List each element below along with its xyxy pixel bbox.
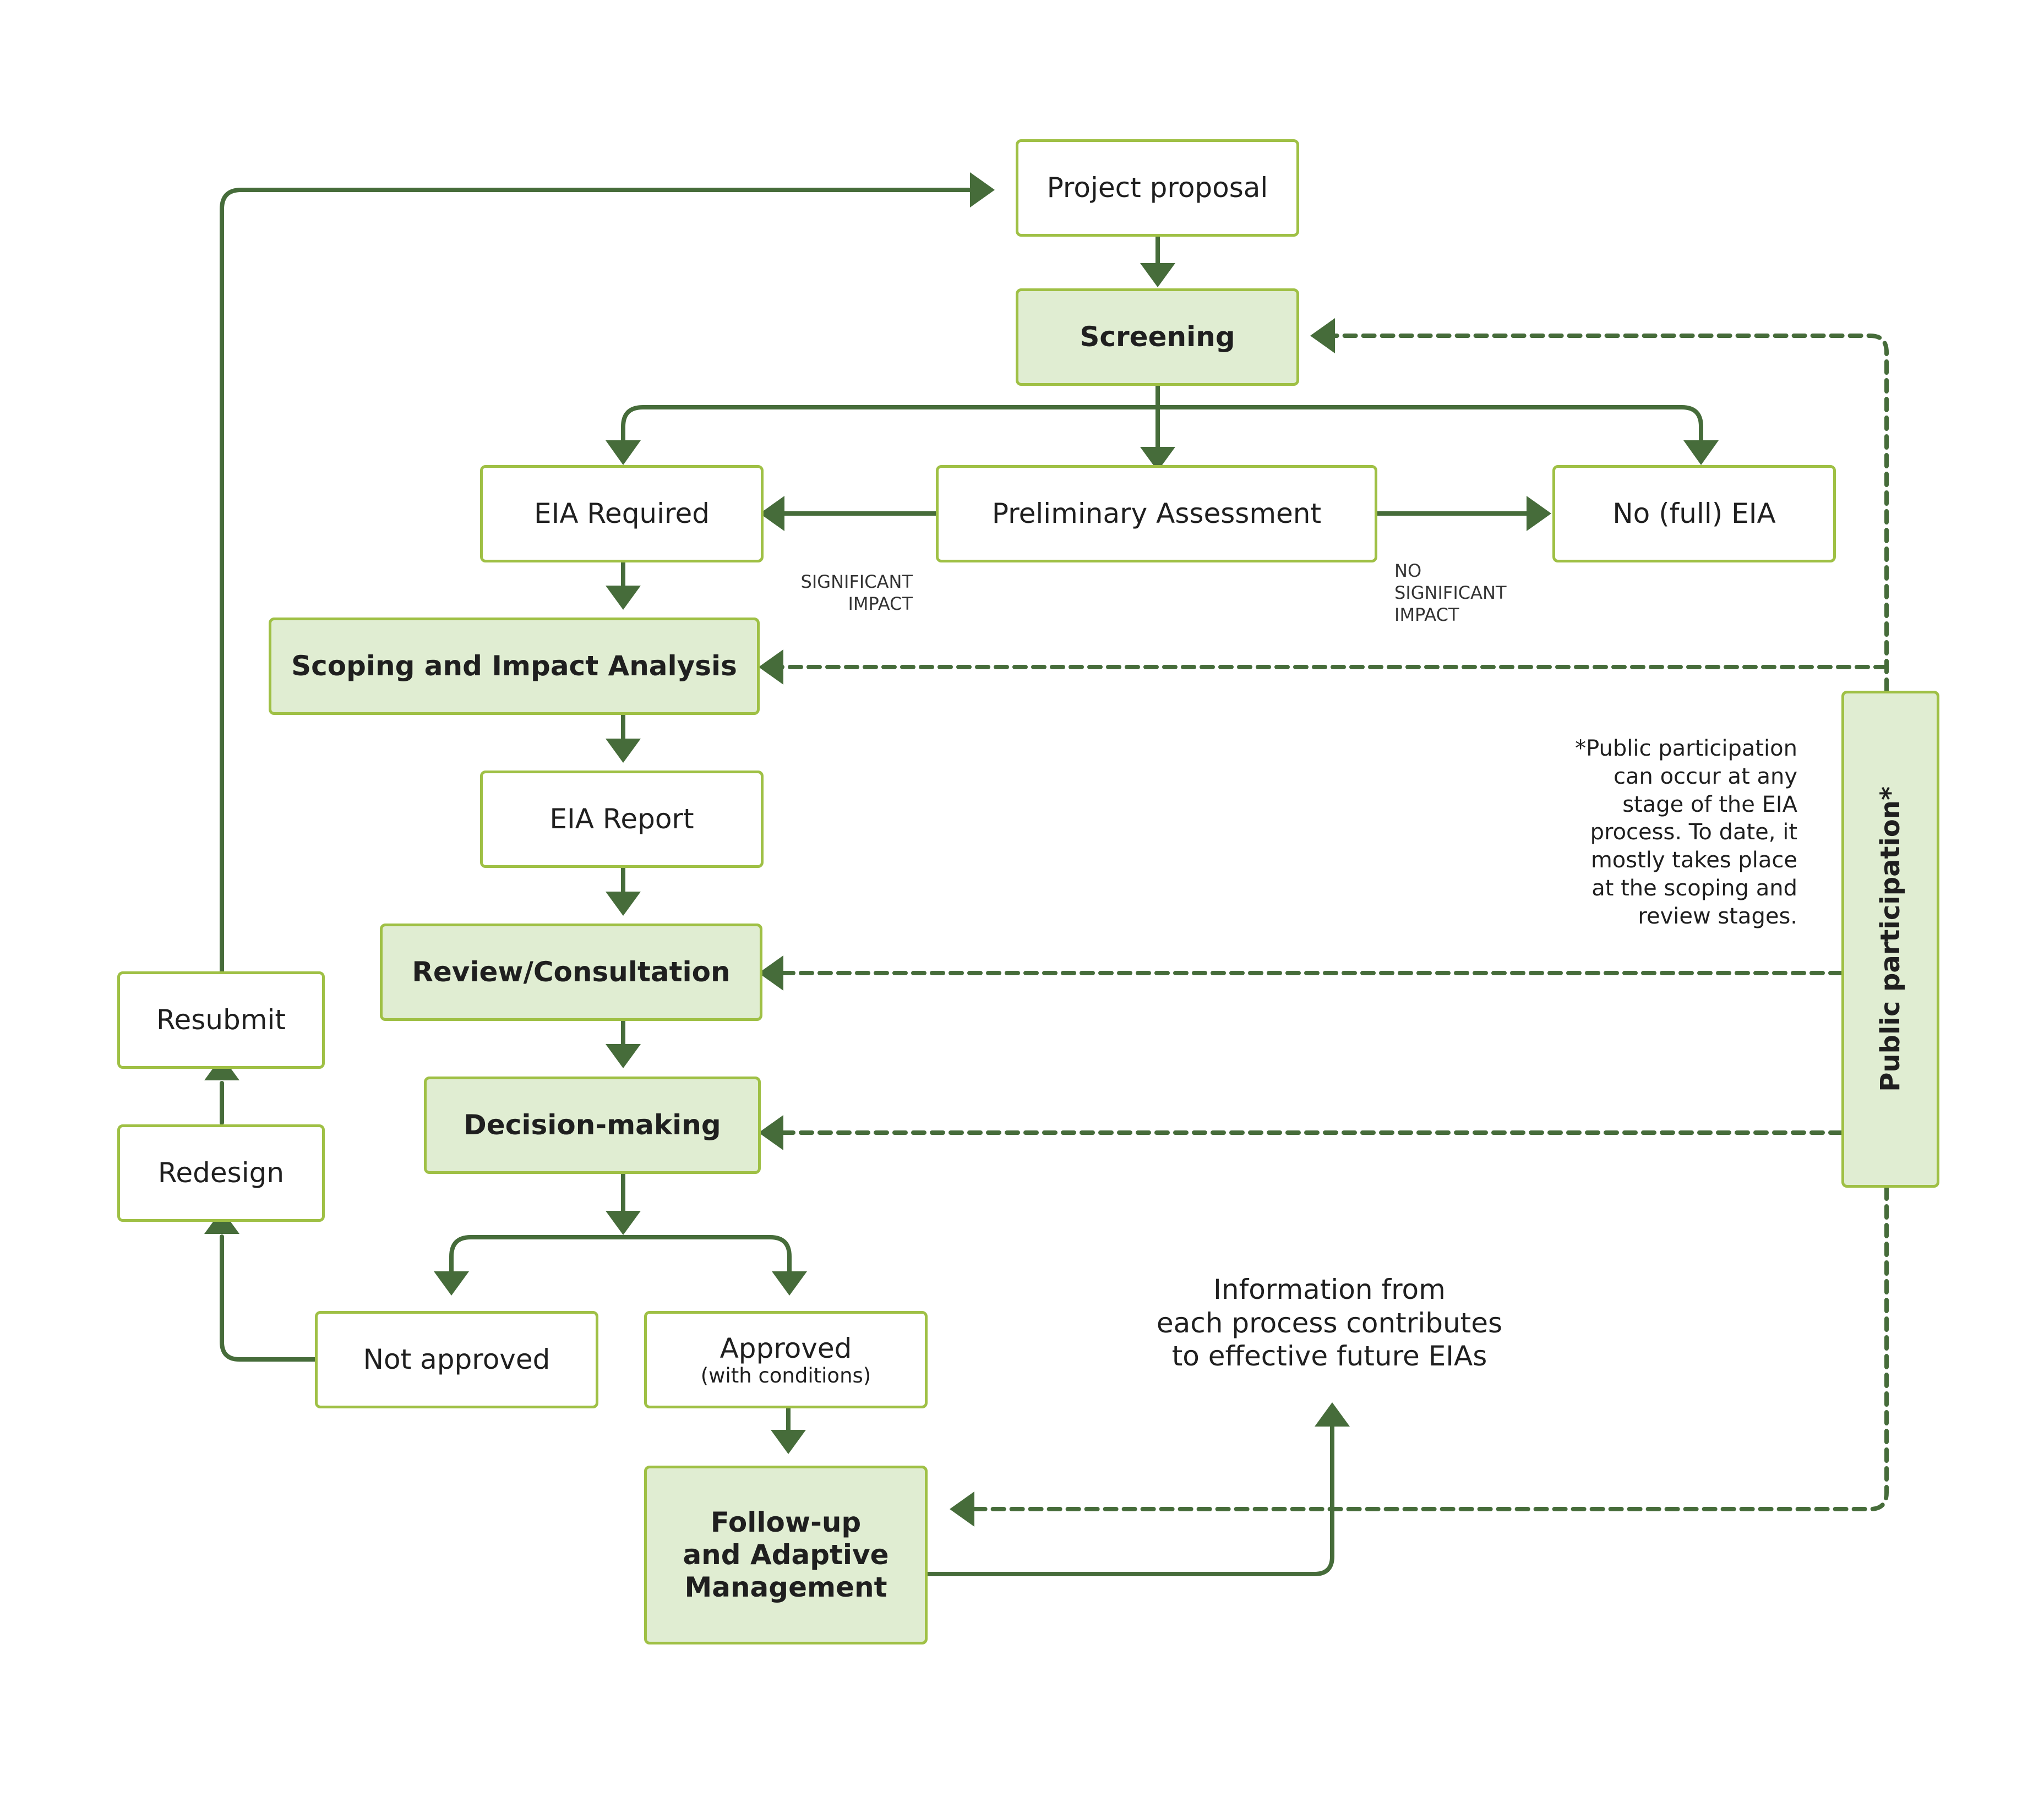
arrowhead	[606, 1211, 641, 1235]
resubmit-box[interactable]: Resubmit	[117, 971, 325, 1069]
preliminary-assessment-box[interactable]: Preliminary Assessment	[936, 465, 1377, 562]
arrowhead	[760, 496, 784, 531]
follow-up-line: and Adaptive	[683, 1539, 889, 1571]
approved-box[interactable]: Approved (with conditions)	[644, 1311, 928, 1408]
project-proposal-box[interactable]: Project proposal	[1016, 139, 1299, 237]
arrowhead	[606, 440, 641, 465]
public-participation-label: Public participation*	[1874, 786, 1906, 1092]
not-approved-box[interactable]: Not approved	[315, 1311, 598, 1408]
arrowhead	[772, 1271, 807, 1296]
no-significant-impact-label: NO SIGNIFICANT IMPACT	[1394, 560, 1507, 625]
eia-report-box[interactable]: EIA Report	[480, 771, 764, 868]
redesign-box[interactable]: Redesign	[117, 1124, 325, 1222]
arrowhead	[1527, 496, 1551, 531]
arrowhead	[950, 1491, 974, 1527]
arrow-decision-branches	[449, 1235, 792, 1276]
arrow-follow-up-to-information	[925, 1422, 1334, 1576]
arrow-resubmit-to-proposal	[220, 188, 975, 974]
arrow-not-approved-to-redesign	[220, 1234, 317, 1362]
follow-up-line: Management	[684, 1571, 887, 1603]
review-consultation-box[interactable]: Review/Consultation	[380, 924, 762, 1021]
arrowhead	[606, 739, 641, 763]
arrowhead	[1140, 263, 1175, 287]
arrowhead	[1315, 1402, 1350, 1427]
arrowhead	[759, 955, 783, 991]
arrowhead	[1310, 318, 1335, 353]
arrowhead	[434, 1271, 469, 1296]
arrowhead	[771, 1430, 806, 1454]
arrowhead	[606, 892, 641, 916]
scoping-impact-analysis-box[interactable]: Scoping and Impact Analysis	[269, 618, 760, 715]
arrowhead	[759, 649, 783, 685]
screening-box[interactable]: Screening	[1016, 288, 1299, 386]
no-full-eia-box[interactable]: No (full) EIA	[1552, 465, 1836, 562]
dashed-participation-to-follow-up	[967, 1185, 1889, 1511]
public-participation-note: *Public participation can occur at any s…	[1575, 736, 1797, 929]
arrowhead	[1683, 440, 1719, 465]
approved-label: Approved	[720, 1332, 852, 1364]
follow-up-adaptive-management-box[interactable]: Follow-up and Adaptive Management	[644, 1466, 928, 1644]
arrow-screening-split-branches	[621, 383, 1703, 429]
eia-required-box[interactable]: EIA Required	[480, 465, 764, 562]
significant-impact-label: SIGNIFICANT IMPACT	[800, 571, 913, 614]
arrowhead	[759, 1115, 783, 1150]
information-feedback-text: Information from each process contribute…	[1156, 1274, 1503, 1372]
decision-making-box[interactable]: Decision-making	[424, 1077, 761, 1174]
approved-sublabel: (with conditions)	[700, 1363, 871, 1387]
arrowhead	[204, 1210, 239, 1234]
dashed-participation-to-screening	[1330, 334, 1889, 693]
arrowhead	[970, 172, 995, 207]
public-participation-box[interactable]: Public participation*	[1841, 691, 1939, 1188]
follow-up-line: Follow-up	[710, 1506, 862, 1538]
arrowhead	[606, 1044, 641, 1068]
arrowhead	[1140, 447, 1175, 471]
arrowhead	[606, 586, 641, 610]
